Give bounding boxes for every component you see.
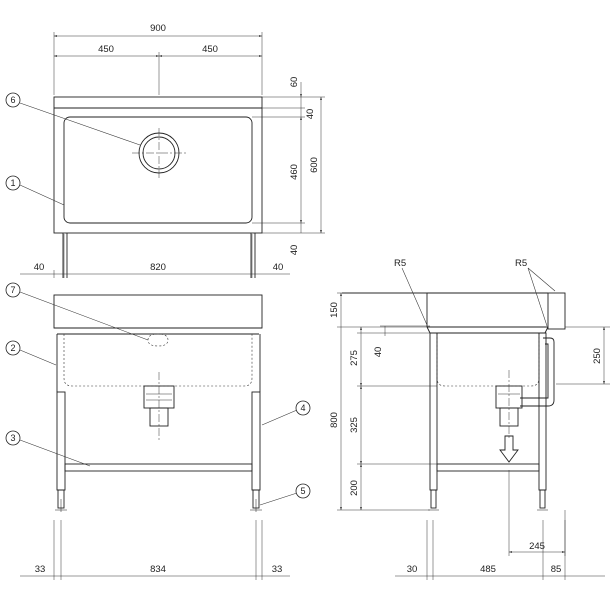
- radius-right-leader-2: [527, 267, 556, 292]
- side-view: R5 R5 150 800 275 325 200 40 250 245: [329, 258, 610, 580]
- dim-40-left: 40: [34, 262, 45, 273]
- dim-460: 460: [289, 164, 300, 180]
- side-bowl-hidden: [436, 333, 540, 387]
- dim-250: 250: [592, 348, 603, 364]
- side-crossbar: [436, 463, 540, 472]
- side-leg-back: [538, 332, 547, 491]
- callout-1: [5, 175, 21, 191]
- side-leg-front: [429, 332, 438, 491]
- callout-2: [5, 340, 21, 356]
- callout-7-label: 7: [10, 285, 15, 295]
- dim-245: 245: [529, 541, 545, 552]
- dim-485: 485: [480, 564, 496, 575]
- dim-820: 820: [150, 262, 166, 273]
- side-overflow-pipe: [520, 337, 555, 407]
- dim-200: 200: [349, 480, 360, 496]
- dim-900: 900: [150, 23, 166, 34]
- leader-4: [261, 409, 298, 426]
- callout-5: [295, 483, 311, 499]
- dim-275: 275: [349, 350, 360, 366]
- side-foot-back: [539, 489, 546, 509]
- dim-150: 150: [329, 302, 340, 318]
- front-bowl-hidden: [63, 334, 253, 387]
- dim-40-top: 40: [305, 109, 316, 120]
- dim-40-side: 40: [373, 347, 384, 358]
- dim-600: 600: [309, 157, 320, 173]
- leader-3: [19, 439, 91, 467]
- dim-834: 834: [150, 564, 166, 575]
- dim-325: 325: [349, 417, 360, 433]
- radius-left-leader: [401, 267, 428, 326]
- dim-33-right: 33: [272, 564, 283, 575]
- callout-2-label: 2: [10, 343, 15, 353]
- radius-left-label: R5: [394, 258, 406, 269]
- front-overflow-hidden: [147, 333, 169, 347]
- dim-33-left: 33: [35, 564, 46, 575]
- front-leg-left: [56, 391, 66, 491]
- dim-450-right: 450: [202, 44, 218, 55]
- front-crossbar: [64, 463, 253, 472]
- callout-5-label: 5: [300, 486, 305, 496]
- top-view: 900 450 450 60 40 460 40 600 40 820 40 6: [5, 23, 325, 278]
- bowl-outline: [63, 116, 253, 224]
- dim-40-bottom: 40: [289, 245, 300, 256]
- leader-2: [19, 349, 57, 366]
- callout-7: [5, 282, 21, 298]
- callout-6-label: 6: [10, 95, 15, 105]
- dim-30: 30: [407, 564, 418, 575]
- front-view: 33 834 33 7 2 3 4 5: [5, 282, 311, 580]
- callout-3-label: 3: [10, 433, 15, 443]
- drain-direction-arrow-icon: [499, 435, 519, 463]
- dim-450-left: 450: [98, 44, 114, 55]
- callout-4: [295, 400, 311, 416]
- radius-right-label: R5: [515, 258, 527, 269]
- leader-5: [259, 492, 298, 506]
- radius-right-leader-1: [527, 267, 548, 327]
- leader-7: [19, 291, 149, 341]
- side-backsplash: [547, 292, 566, 330]
- dim-800: 800: [329, 412, 340, 428]
- dim-40-right: 40: [273, 262, 284, 273]
- callout-6: [5, 92, 21, 108]
- front-backsplash: [53, 294, 263, 329]
- front-leg-right: [251, 391, 261, 491]
- dim-60: 60: [289, 77, 300, 88]
- callout-4-label: 4: [300, 403, 305, 413]
- dim-85: 85: [551, 564, 562, 575]
- leader-6: [19, 102, 141, 146]
- callout-3: [5, 430, 21, 446]
- callout-1-label: 1: [10, 178, 15, 188]
- leader-1: [19, 184, 65, 206]
- side-foot-front: [430, 489, 437, 509]
- top-outline: [53, 96, 263, 234]
